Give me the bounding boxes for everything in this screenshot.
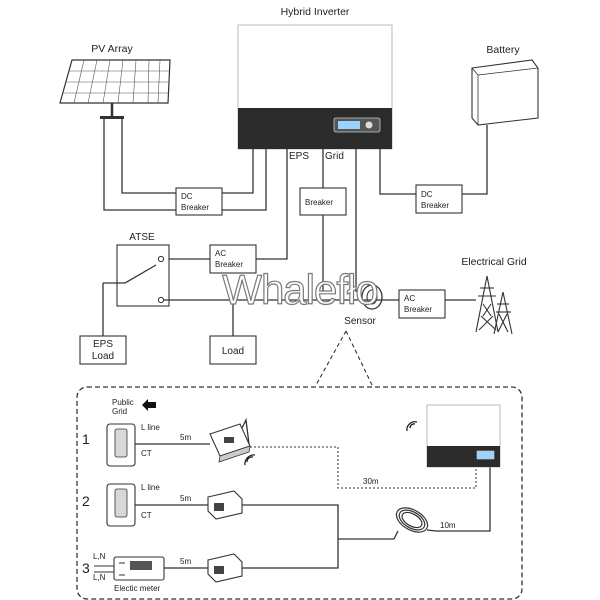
battery-title: Battery — [486, 44, 520, 56]
ct-clamp-icon — [106, 483, 136, 527]
option-1-number: 1 — [82, 431, 90, 447]
atse-label: ATSE — [129, 232, 155, 243]
dc-breaker-battery: DC Breaker — [415, 184, 463, 214]
inverter-detail-icon — [426, 404, 501, 468]
svg-text:Load: Load — [92, 351, 114, 362]
wifi-signal-icon — [406, 421, 418, 432]
svg-text:30m: 30m — [363, 477, 379, 486]
svg-text:DC: DC — [181, 192, 193, 201]
wifi-sensor-device-icon — [209, 423, 251, 463]
svg-text:Breaker: Breaker — [305, 198, 333, 207]
battery-icon — [471, 59, 539, 126]
grid-port-label: Grid — [325, 151, 344, 162]
sensor-label: Sensor — [344, 316, 376, 327]
sensor-detail-panel — [76, 386, 523, 600]
grid-port-breaker: Breaker — [299, 187, 347, 216]
atse-switch: ATSE — [103, 232, 170, 307]
power-tower-icon — [475, 275, 513, 335]
dc-breaker-pv: DC Breaker — [175, 187, 223, 216]
svg-text:DC: DC — [421, 190, 433, 199]
svg-text:L line: L line — [141, 423, 160, 432]
svg-text:5m: 5m — [180, 433, 191, 442]
option-2-number: 2 — [82, 493, 90, 509]
solar-panel-icon — [59, 59, 171, 104]
svg-text:Breaker: Breaker — [181, 203, 209, 212]
electric-meter-label: Electic meter — [114, 584, 161, 593]
hybrid-inverter: Hybrid Inverter — [237, 6, 393, 150]
ac-breaker-grid: AC Breaker — [398, 289, 446, 319]
wifi-signal-icon — [244, 454, 256, 466]
pv-array: PV Array — [59, 43, 171, 119]
svg-text:Load: Load — [222, 346, 244, 357]
svg-text:L,N: L,N — [93, 552, 106, 561]
svg-text:Breaker: Breaker — [215, 260, 243, 269]
cable-coil-icon — [395, 507, 429, 533]
svg-text:EPS: EPS — [93, 339, 113, 350]
eps-port-label: EPS — [289, 151, 309, 162]
svg-text:AC: AC — [404, 294, 415, 303]
svg-text:L line: L line — [141, 483, 160, 492]
ac-breaker-eps: AC Breaker — [209, 244, 257, 274]
rj45-coupler-icon — [207, 490, 243, 520]
svg-text:5m: 5m — [180, 557, 191, 566]
electric-meter-icon — [113, 556, 165, 581]
option-3-number: 3 — [82, 560, 90, 576]
sensor-ct-icon — [361, 284, 383, 310]
public-grid-label: Public — [112, 398, 134, 407]
electrical-grid-title: Electrical Grid — [461, 256, 527, 268]
svg-text:CT: CT — [141, 511, 152, 520]
svg-text:5m: 5m — [180, 494, 191, 503]
watermark: Whalefło — [222, 266, 377, 313]
svg-text:CT: CT — [141, 449, 152, 458]
svg-text:Breaker: Breaker — [404, 305, 432, 314]
svg-text:L,N: L,N — [93, 573, 106, 582]
load-box: Load — [209, 335, 257, 365]
svg-text:10m: 10m — [440, 521, 456, 530]
svg-text:AC: AC — [215, 249, 226, 258]
eps-load-box: EPS Load — [79, 335, 127, 365]
svg-text:Breaker: Breaker — [421, 201, 449, 210]
battery: Battery — [471, 44, 539, 126]
inverter-title: Hybrid Inverter — [281, 6, 350, 18]
rj45-coupler-icon — [207, 553, 243, 583]
svg-text:Grid: Grid — [112, 407, 127, 416]
ct-clamp-icon — [106, 423, 136, 467]
arrow-left-icon — [142, 399, 156, 411]
pv-array-title: PV Array — [91, 43, 133, 55]
